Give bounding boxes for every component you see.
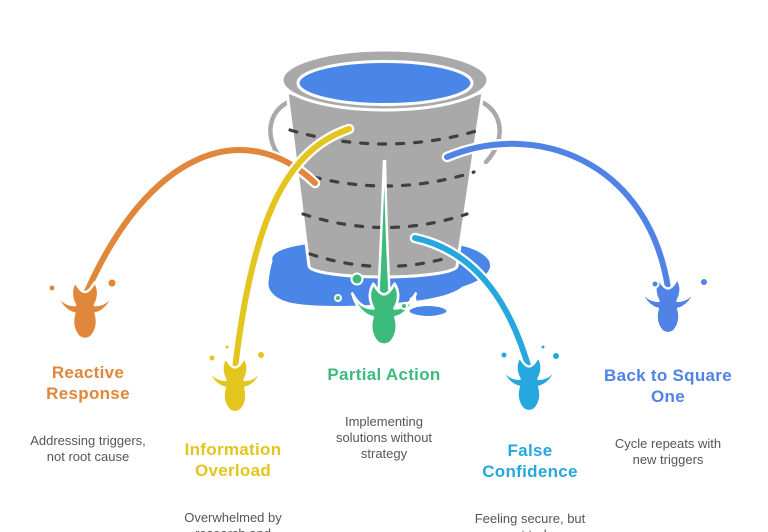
bucket-drip-dot	[350, 272, 364, 286]
puddle-blob	[406, 303, 450, 319]
stream-information-overload	[229, 123, 355, 375]
splash-droplet	[256, 350, 266, 360]
stream-flow	[232, 126, 352, 372]
leak-title: Back to Square One	[604, 366, 732, 406]
splash-droplet	[400, 302, 408, 310]
leak-label-back-to-square-one: Back to Square One Cycle repeats with ne…	[583, 347, 753, 486]
splash-droplet	[650, 279, 660, 289]
stream-flow	[444, 140, 671, 291]
splash-droplet	[334, 294, 342, 302]
splash-droplet	[47, 283, 57, 293]
leak-label-reactive-response: Reactive Response Addressing triggers, n…	[3, 344, 173, 483]
right-handle	[476, 98, 502, 165]
stream-flow	[412, 235, 532, 372]
leak-title: Reactive Response	[46, 363, 130, 403]
stream-false-confidence	[409, 232, 535, 375]
leak-title: False Confidence	[482, 441, 578, 481]
splash-droplet	[551, 351, 561, 361]
right-handle-outline	[474, 96, 505, 167]
leak-description: Implementing solutions without strategy	[335, 414, 433, 461]
splash-droplet	[499, 350, 509, 360]
leak-label-false-confidence: False Confidence Feeling secure, but not…	[445, 422, 615, 532]
leak-description: Addressing triggers, not root cause	[30, 433, 146, 464]
leak-label-information-overload: Information Overload Overwhelmed by rese…	[148, 421, 318, 532]
leak-title: Information Overload	[184, 440, 282, 480]
leak-title: Partial Action	[327, 365, 441, 384]
splash-droplet	[223, 343, 231, 351]
stream-reactive-response	[79, 144, 321, 302]
dash-line-1	[288, 128, 482, 146]
splash-droplet	[539, 343, 547, 351]
splash-droplet	[207, 353, 217, 363]
leak-label-partial-action: Partial Action Implementing solutions wi…	[299, 346, 469, 480]
bucket-water	[296, 60, 474, 106]
leak-description: Feeling secure, but not truly	[474, 511, 586, 532]
dash-line-3	[301, 212, 469, 230]
leak-description: Cycle repeats with new triggers	[614, 436, 722, 467]
leak-description: Overwhelmed by research and vendors	[184, 510, 282, 532]
stream-flow	[82, 147, 318, 299]
stream-back-to-square-one	[441, 138, 674, 294]
splash-droplet	[699, 277, 709, 287]
splash-droplet	[106, 277, 118, 289]
